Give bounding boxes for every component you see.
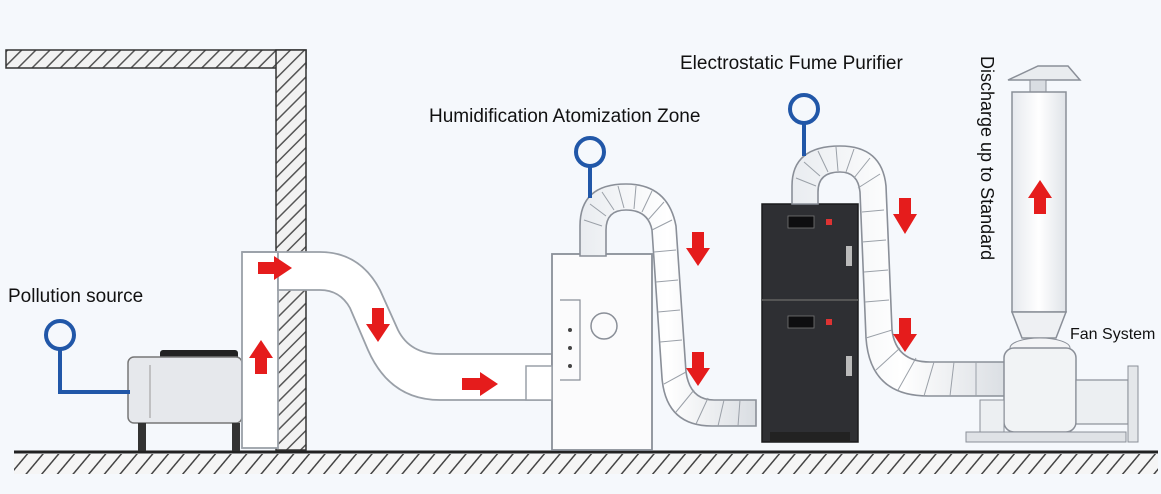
flow-arrow-icon [249,340,273,374]
flex-duct-2 [791,145,1011,397]
building-wall [5,49,307,451]
flow-arrow-icon [1028,180,1052,214]
cooking-unit [127,350,243,451]
flow-arrow-icon [462,372,498,396]
inlet-duct [241,251,553,449]
ground [14,450,1158,474]
flow-arrow-icon [366,308,390,342]
fan-system-label: Fan System [1070,326,1156,343]
pollution-source-label: Pollution source [8,286,144,307]
location-marker-icon [574,136,606,198]
location-marker-icon [788,93,820,156]
humidification-zone-label: Humidification Atomization Zone [429,106,701,127]
esp-cabinet [761,203,859,443]
esp-label: Electrostatic Fume Purifier [680,53,903,74]
location-marker-icon [44,319,130,394]
flex-duct-1 [579,183,757,427]
flow-arrow-icon [686,232,710,266]
flow-arrow-icon [893,198,917,234]
flow-arrow-icon [893,318,917,352]
discharge-label: Discharge up to Standard [977,56,997,261]
flow-arrows [249,180,1052,396]
fan-unit [965,337,1139,443]
flow-arrow-icon [258,256,292,280]
humidifier-tower [525,253,653,451]
flow-arrow-icon [686,352,710,386]
